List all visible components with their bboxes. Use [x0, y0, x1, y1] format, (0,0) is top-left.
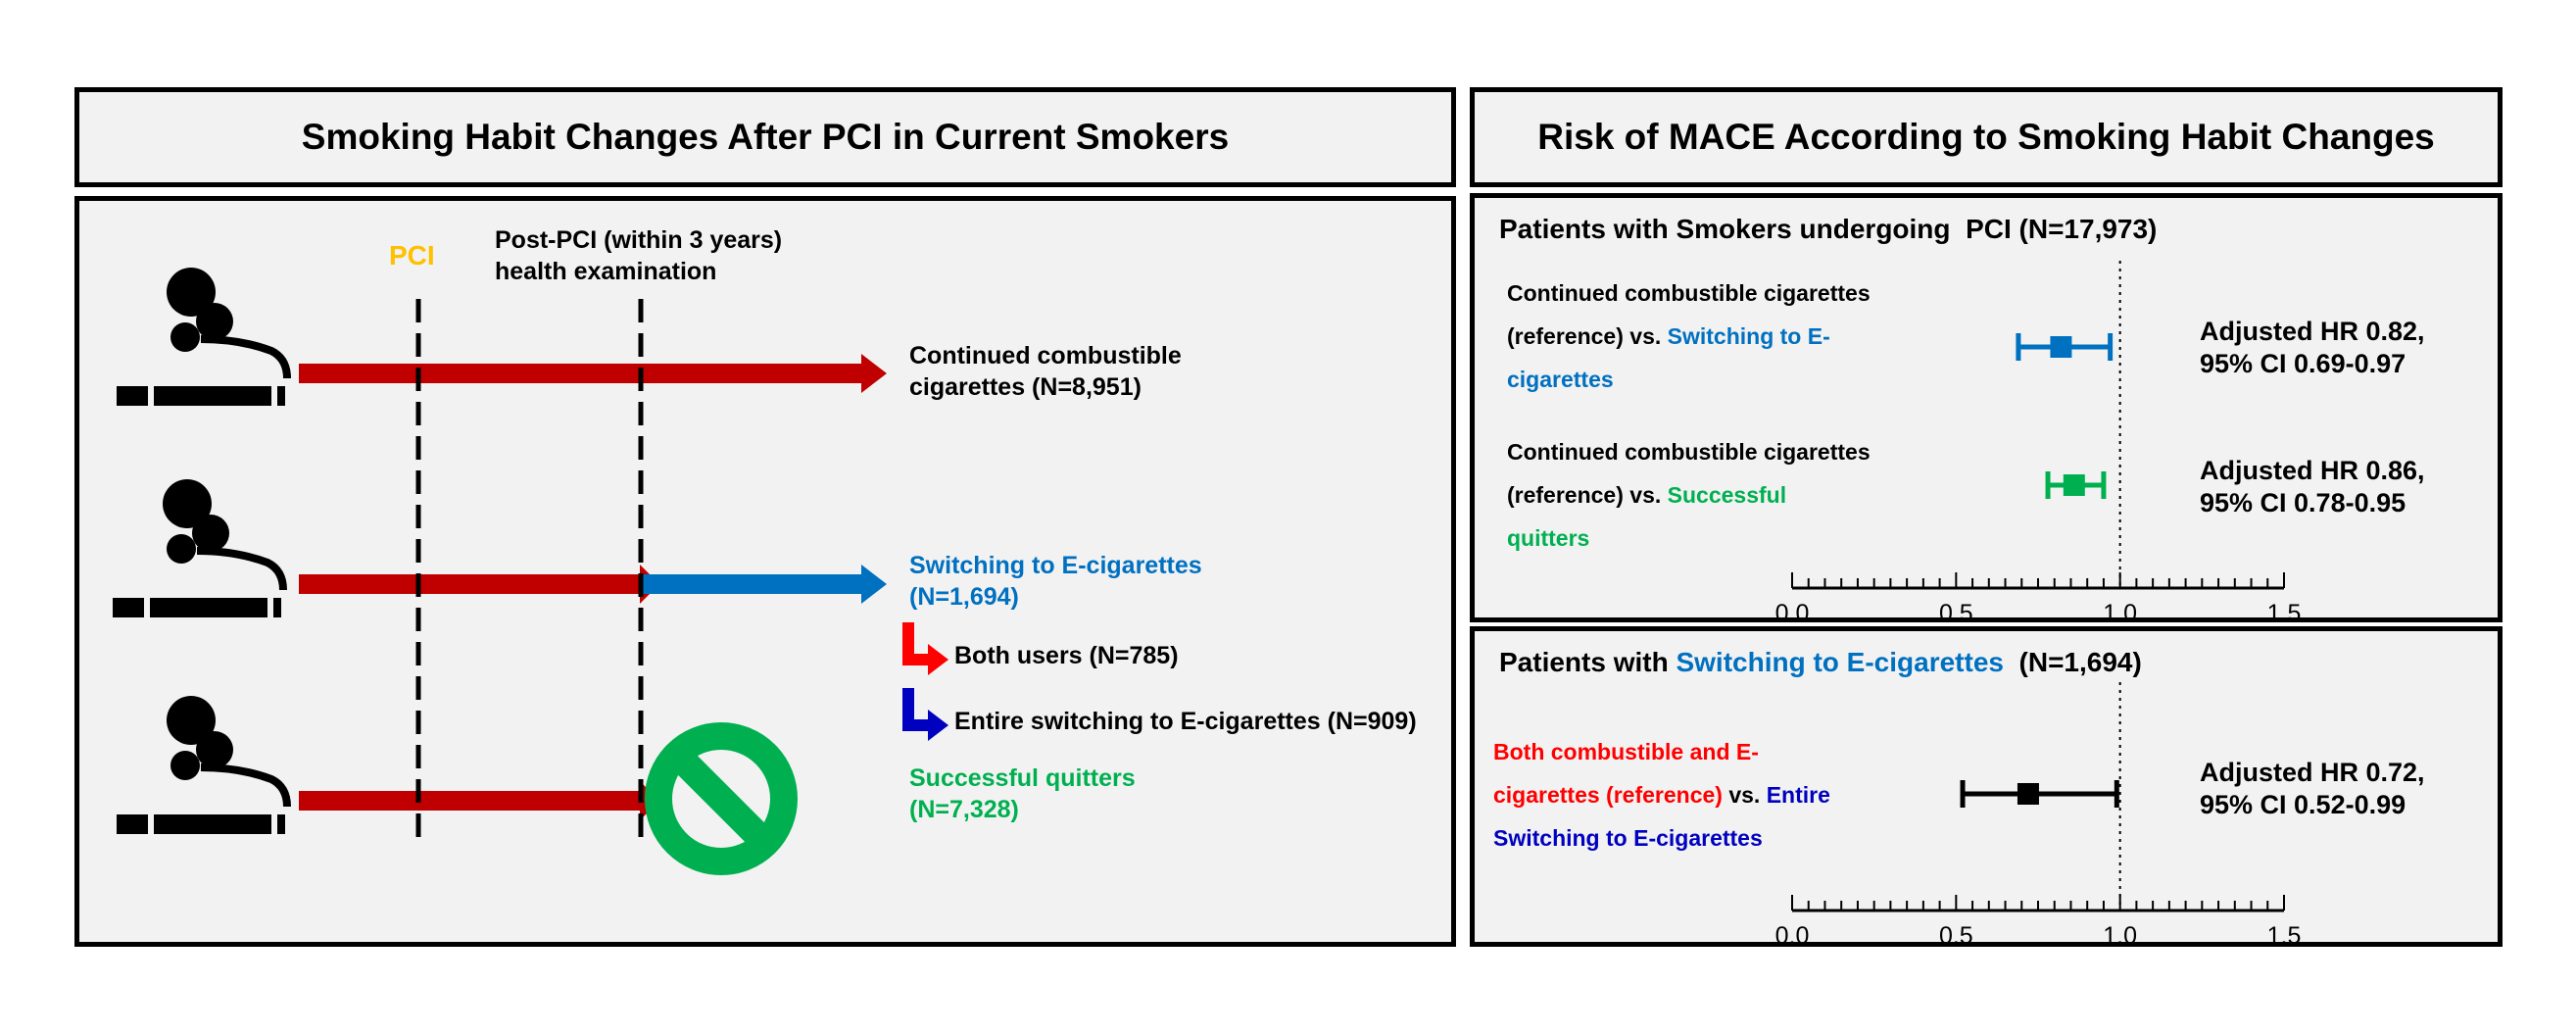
row3-red-arrow-shaft: [299, 791, 640, 811]
left-title: Smoking Habit Changes After PCI in Curre…: [301, 117, 1230, 157]
hr-point: [2017, 783, 2039, 805]
hr-point: [2063, 474, 2085, 496]
c2-line2-a: (reference) vs.: [1507, 482, 1668, 508]
panel1-hr-1: Adjusted HR 0.82, 95% CI 0.69-0.97: [2200, 316, 2425, 380]
tick-label: 0.0: [1775, 922, 1810, 942]
row1-label: Continued combustible cigarettes (N=8,95…: [909, 340, 1182, 403]
no-symbol-icon: [645, 722, 798, 875]
c2-line2: (reference) vs. Successful: [1507, 473, 1871, 517]
tick-label: 1.5: [2267, 600, 2302, 617]
left-diagram-panel: PCI Post-PCI (within 3 years) health exa…: [74, 196, 1456, 947]
row3-line1: Successful quitters: [909, 764, 1136, 792]
row2-label: Switching to E-cigarettes (N=1,694): [909, 550, 1202, 613]
panel1-title: Patients with Smokers undergoing PCI (N=…: [1499, 214, 2158, 244]
row1-red-arrow-head: [861, 354, 887, 393]
panel2-hr: Adjusted HR 0.72, 95% CI 0.52-0.99: [2200, 757, 2425, 821]
panel2-comparison: Both combustible and E- cigarettes (refe…: [1493, 730, 1830, 860]
right-title: Risk of MACE According to Smoking Habit …: [1537, 117, 2435, 157]
panel1-comparison-2: Continued combustible cigarettes (refere…: [1507, 430, 1871, 560]
cigarette-icon: [117, 268, 287, 406]
both-users-label: Both users (N=785): [954, 642, 1179, 669]
timeline-svg: [79, 201, 948, 875]
c1-line2-a: (reference) vs.: [1507, 323, 1668, 349]
post-pci-label: Post-PCI (within 3 years) health examina…: [495, 224, 782, 287]
forest-plot-1: 0.0 0.5 1.0 1.5: [1775, 261, 2302, 617]
row2-line2: (N=1,694): [909, 583, 1019, 611]
tick-label: 0.5: [1939, 600, 1973, 617]
cigarette-icon: [117, 696, 287, 834]
row2-red-arrow-shaft: [299, 574, 640, 594]
forest-panel-1: Patients with Smokers undergoing PCI (N=…: [1470, 193, 2503, 622]
p2-line1: Both combustible and E-: [1493, 739, 1759, 764]
panel2-title-b: Switching to E-cigarettes: [1676, 647, 2004, 677]
p2-line3: Switching to E-cigarettes: [1493, 825, 1763, 851]
p2-line2-c: Entire: [1766, 782, 1830, 808]
p2-hr1: Adjusted HR 0.72,: [2200, 758, 2425, 787]
row1-line1: Continued combustible: [909, 342, 1182, 369]
row1-red-arrow-shaft: [299, 364, 861, 383]
post-pci-line2: health examination: [495, 258, 717, 285]
entire-switching-arrow-icon: [902, 688, 948, 741]
entire-switching-label: Entire switching to E-cigarettes (N=909): [954, 708, 1417, 735]
row3-label: Successful quitters (N=7,328): [909, 763, 1136, 825]
panel2-title-c: (N=1,694): [2003, 647, 2142, 677]
panel2-title: Patients with Switching to E-cigarettes …: [1499, 647, 2142, 678]
tick-label: 0.5: [1939, 922, 1973, 942]
post-pci-line1: Post-PCI (within 3 years): [495, 226, 783, 254]
c2-line2-b: Successful: [1667, 482, 1787, 508]
row1-line2: cigarettes (N=8,951): [909, 373, 1142, 401]
panel1-hr-2: Adjusted HR 0.86, 95% CI 0.78-0.95: [2200, 455, 2425, 519]
panel1-comparison-1: Continued combustible cigarettes (refere…: [1507, 271, 1871, 401]
c1-line1: Continued combustible cigarettes: [1507, 280, 1871, 306]
tick-label: 1.0: [2103, 600, 2137, 617]
row3-line2: (N=7,328): [909, 796, 1019, 823]
tick-label: 1.0: [2103, 922, 2137, 942]
panel2-title-a: Patients with: [1499, 647, 1677, 677]
row2-blue-arrow-shaft: [640, 574, 861, 594]
c1-line2: (reference) vs. Switching to E-: [1507, 315, 1871, 358]
c2-hr2: 95% CI 0.78-0.95: [2200, 488, 2406, 517]
c2-hr1: Adjusted HR 0.86,: [2200, 456, 2425, 485]
c1-line3: cigarettes: [1507, 367, 1614, 392]
c1-hr2: 95% CI 0.69-0.97: [2200, 349, 2406, 378]
hr-point: [2050, 336, 2072, 358]
cigarette-icon: [113, 479, 283, 617]
forest-plot-2: 0.0 0.5 1.0 1.5: [1775, 682, 2302, 942]
both-users-arrow-icon: [902, 622, 948, 675]
tick-label: 1.5: [2267, 922, 2302, 942]
forest-panel-2: Patients with Switching to E-cigarettes …: [1470, 626, 2503, 947]
p2-line2: cigarettes (reference) vs. Entire: [1493, 773, 1830, 816]
c1-hr1: Adjusted HR 0.82,: [2200, 317, 2425, 346]
c2-line1: Continued combustible cigarettes: [1507, 439, 1871, 465]
p2-hr2: 95% CI 0.52-0.99: [2200, 790, 2406, 819]
c2-line3: quitters: [1507, 525, 1590, 551]
left-title-box: Smoking Habit Changes After PCI in Curre…: [74, 87, 1456, 187]
p2-line2-b: vs.: [1722, 782, 1767, 808]
p2-line2-a: cigarettes (reference): [1493, 782, 1723, 808]
tick-label: 0.0: [1775, 600, 1810, 617]
pci-label: PCI: [389, 240, 435, 271]
row2-blue-arrow-head: [861, 565, 887, 604]
row2-line1: Switching to E-cigarettes: [909, 552, 1202, 579]
right-title-box: Risk of MACE According to Smoking Habit …: [1470, 87, 2503, 187]
c1-line2-b: Switching to E-: [1667, 323, 1830, 349]
